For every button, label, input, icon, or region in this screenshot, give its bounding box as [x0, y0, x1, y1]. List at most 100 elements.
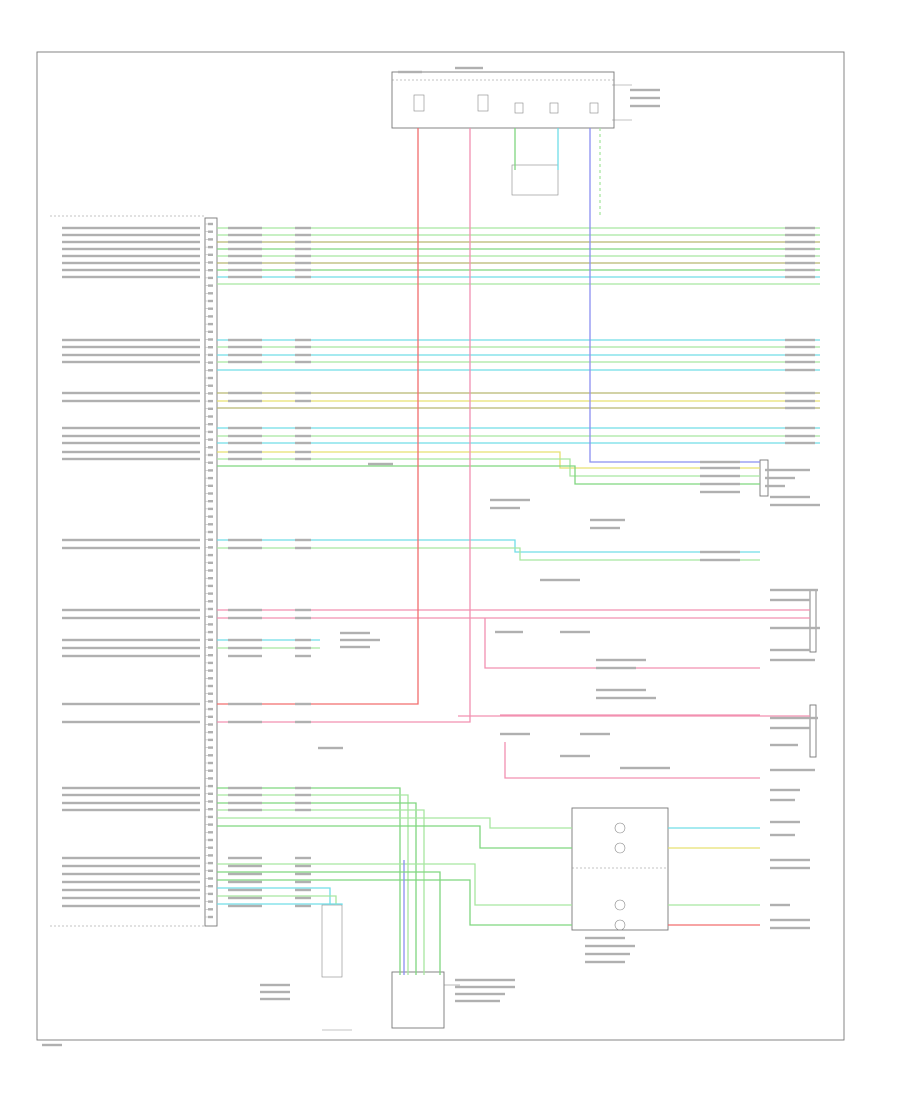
- fuse-icon: [413, 94, 599, 114]
- pin-number-mark: [208, 376, 213, 380]
- circuit-name-mark: [62, 268, 200, 272]
- circuit-name-mark: [62, 247, 200, 251]
- pin-number-mark: [208, 438, 213, 441]
- right-wire-code-mark: [785, 226, 815, 230]
- annotation-mark: [770, 503, 820, 507]
- circuit-name-mark: [62, 888, 200, 892]
- component-name-mark: [455, 978, 515, 982]
- right-wire-code-mark: [785, 345, 815, 349]
- wire-left-conn-b: [217, 895, 337, 905]
- label-marks: [42, 66, 820, 1047]
- pin-number-mark: [208, 230, 213, 233]
- annotation-mark: [770, 588, 818, 592]
- wire-code-mark: [228, 864, 262, 868]
- wire-code-mark: [295, 538, 311, 542]
- pin-number-mark: [208, 715, 213, 718]
- annotation-mark: [580, 732, 610, 736]
- wire-code-mark: [295, 399, 311, 403]
- wire-pink-lower: [504, 742, 760, 779]
- pin-number-mark: [208, 577, 213, 580]
- component-name-mark: [455, 985, 515, 989]
- right-wire-code-mark: [785, 275, 815, 279]
- annotation-mark: [770, 648, 810, 652]
- annotation-mark: [770, 903, 790, 907]
- circuit-name-mark: [62, 353, 200, 357]
- annotation-mark: [620, 766, 670, 770]
- pin-number-mark: [208, 885, 213, 888]
- wire-sensor-d: [217, 879, 572, 926]
- wire-code-mark: [228, 546, 262, 550]
- pin-number-mark: [208, 553, 213, 557]
- right-wire-code-mark: [785, 406, 815, 410]
- wire-code-mark: [295, 345, 311, 349]
- pin-number-mark: [208, 692, 213, 695]
- wire-code-mark: [295, 360, 311, 364]
- pin-number-mark: [208, 677, 213, 680]
- pin-number-mark: [208, 607, 213, 611]
- pin-number-mark: [208, 638, 213, 641]
- circuit-name-mark: [62, 226, 200, 230]
- circuit-name-mark: [62, 441, 200, 445]
- wire-code-mark: [228, 896, 262, 900]
- circuit-name-mark: [62, 546, 200, 550]
- pin-number-mark: [208, 399, 213, 403]
- rear-curtain-mark: [700, 550, 740, 554]
- circuit-name-mark: [62, 616, 200, 620]
- annotation-mark: [340, 638, 380, 642]
- wire-code-mark: [228, 360, 262, 364]
- pin-number-mark: [208, 461, 213, 464]
- pin-number-mark: [208, 831, 213, 834]
- wire-left-conn-a: [217, 887, 331, 905]
- pin-number-mark: [208, 515, 213, 518]
- wire-code-mark: [228, 888, 262, 892]
- circuit-name-mark: [62, 793, 200, 797]
- wire-code-mark: [295, 654, 311, 658]
- annotation-mark: [770, 495, 810, 499]
- pin-number-mark: [208, 469, 213, 472]
- pin-number-mark: [208, 245, 213, 249]
- wire-code-mark: [295, 233, 311, 237]
- wire-code-mark: [295, 226, 311, 230]
- wire-code-mark: [295, 426, 311, 430]
- wire-code-mark: [228, 808, 262, 812]
- circuit-name-mark: [62, 391, 200, 395]
- pin-number-mark: [208, 284, 213, 287]
- pin-number-mark: [208, 546, 213, 549]
- right-wire-code-mark: [785, 353, 815, 357]
- annotation-mark: [540, 578, 580, 582]
- pin-number-mark: [208, 315, 213, 318]
- circuit-name-mark: [62, 880, 200, 884]
- footer-mark: [42, 1043, 62, 1047]
- component-name-mark: [455, 992, 505, 996]
- annotation-mark: [765, 476, 795, 480]
- annotation-mark: [770, 833, 795, 837]
- pin-number-mark: [208, 392, 213, 395]
- pin-number-mark: [208, 346, 213, 349]
- right-wire-code-mark: [785, 434, 815, 438]
- fuse-block-text-mark: [455, 66, 483, 70]
- pin-number-mark: [208, 238, 213, 241]
- pin-number-mark: [208, 707, 213, 711]
- wire-bottom-1: [217, 794, 409, 975]
- annotation-mark: [765, 468, 810, 472]
- annotation-mark: [770, 658, 815, 662]
- pin-number-mark: [208, 700, 213, 703]
- circuit-name-mark: [62, 608, 200, 612]
- wire-code-mark: [295, 702, 311, 706]
- wire-code-mark: [228, 338, 262, 342]
- annotation-mark: [590, 526, 620, 530]
- annotation-mark: [590, 518, 625, 522]
- pin-number-mark: [208, 584, 213, 588]
- pin-number-mark: [208, 630, 213, 634]
- pin-number-mark: [208, 792, 213, 795]
- annotation-mark: [770, 918, 810, 922]
- pin-number-mark: [208, 738, 213, 742]
- circuit-name-mark: [62, 457, 200, 461]
- annotation-mark: [770, 926, 810, 930]
- wire-code-mark: [228, 345, 262, 349]
- circuit-name-mark: [62, 360, 200, 364]
- pin-number-mark: [208, 654, 213, 657]
- circuit-name-mark: [62, 720, 200, 724]
- wire-bottom-0: [217, 787, 401, 975]
- annotation-mark: [500, 732, 530, 736]
